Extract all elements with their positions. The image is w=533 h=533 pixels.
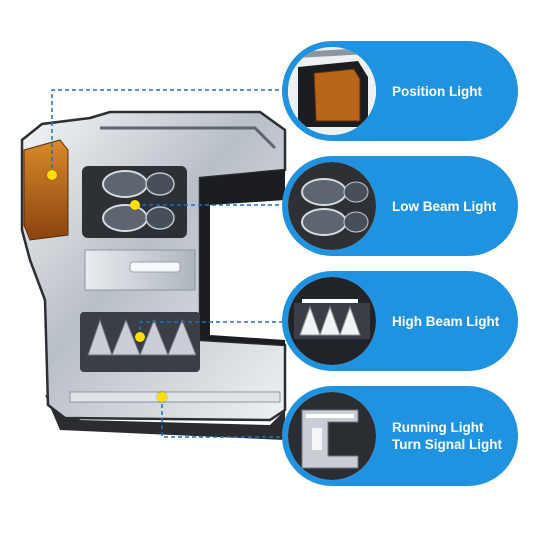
running-turn-signal-thumbnail: [288, 392, 376, 480]
housing-cutout: [200, 170, 285, 345]
callout-label: Low Beam Light: [392, 156, 504, 256]
high-beam-reflectors: [87, 318, 197, 356]
running-light-marker: [157, 392, 167, 402]
label-line: High Beam Light: [392, 313, 500, 329]
amber-marker-lens: [23, 139, 69, 241]
high-beam-housing: [80, 312, 200, 372]
leader-line-position: [51, 89, 300, 175]
label-line: Position Light: [392, 83, 482, 99]
mount-bracket: [45, 395, 285, 440]
label-line: Turn Signal Light: [392, 437, 502, 452]
callout-label: High Beam Light: [392, 271, 504, 371]
high-beam-marker: [135, 332, 145, 342]
high-beam-thumbnail: [288, 277, 376, 365]
callout-running-turn-signal: Running Light Turn Signal Light: [282, 386, 518, 486]
running-light-bar: [69, 391, 281, 403]
position-light-marker: [47, 170, 57, 180]
callout-high-beam: High Beam Light: [282, 271, 518, 371]
callout-position-light: Position Light: [282, 41, 518, 141]
callout-low-beam: Low Beam Light: [282, 156, 518, 256]
callout-label: Position Light: [392, 41, 504, 141]
low-beam-marker: [130, 200, 140, 210]
leader-line-high-beam: [139, 321, 300, 337]
label-line: Low Beam Light: [392, 198, 497, 214]
projector-lenses: [102, 170, 175, 232]
leader-line-running: [161, 397, 300, 438]
callout-label: Running Light Turn Signal Light: [392, 386, 504, 486]
low-beam-thumbnail: [288, 162, 376, 250]
position-light-thumbnail: [288, 47, 376, 135]
label-line: Running Light: [392, 420, 484, 435]
